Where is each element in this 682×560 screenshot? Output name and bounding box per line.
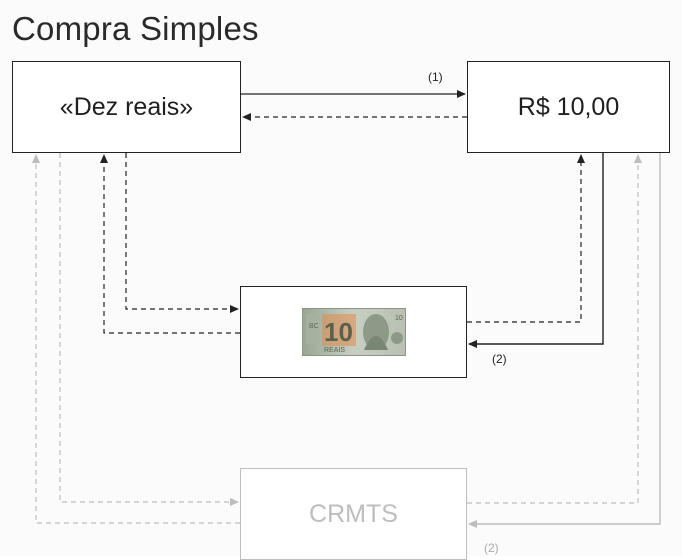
crmts-label: CRMTS — [309, 499, 398, 528]
words-to-note-arrow — [125, 153, 239, 313]
top-arrow-label: (1) — [428, 70, 443, 84]
diagram-title: Compra Simples — [12, 10, 259, 47]
crmts-box: CRMTS — [240, 468, 467, 560]
crmts-to-words-arrow — [32, 154, 240, 524]
words-to-crmts-arrow — [59, 153, 239, 506]
banknote-box: BC 10 REAIS 10 — [240, 286, 467, 378]
crmts-arrow-label: (2) — [484, 541, 499, 555]
note-to-words-arrow — [100, 154, 240, 334]
note-arrow-label: (2) — [492, 352, 507, 366]
banknote-currency-word: REAIS — [324, 347, 345, 354]
crmts-to-value-arrow — [467, 154, 642, 504]
svg-text:BC: BC — [309, 323, 319, 330]
value-to-crmts-arrow — [468, 153, 661, 528]
words-box: «Dez reais» — [12, 61, 241, 153]
note-to-value-arrow — [467, 154, 585, 323]
value-box: R$ 10,00 — [467, 61, 670, 153]
banknote-image: BC 10 REAIS 10 — [301, 308, 406, 356]
words-label: «Dez reais» — [59, 92, 194, 121]
value-to-note-arrow — [468, 153, 604, 348]
svg-text:10: 10 — [395, 315, 403, 322]
banknote-denomination: 10 — [324, 317, 353, 347]
value-label: R$ 10,00 — [517, 92, 620, 121]
